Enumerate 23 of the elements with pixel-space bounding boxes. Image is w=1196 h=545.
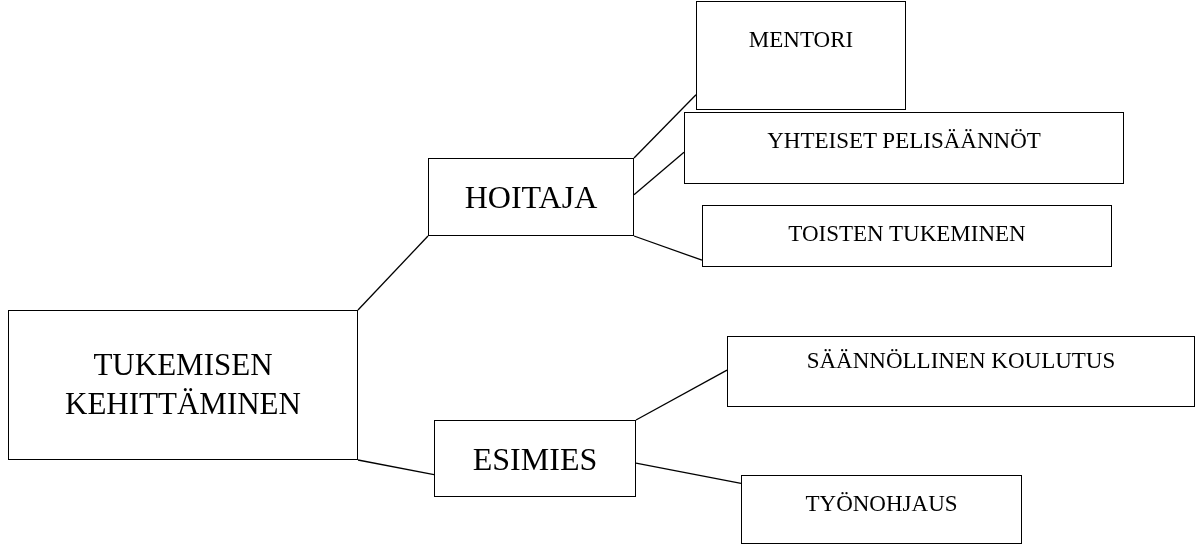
box-label: MENTORI — [748, 26, 854, 54]
box-label: HOITAJA — [464, 178, 598, 217]
text-box — [428, 158, 634, 236]
text-box — [684, 112, 1124, 184]
connector-line — [357, 459, 435, 476]
text-box — [8, 310, 358, 460]
text-box — [741, 475, 1022, 544]
box-label: ESIMIES — [472, 439, 598, 479]
text-box — [434, 420, 636, 497]
connector-line — [633, 235, 703, 261]
box-label: TOISTEN TUKEMINEN — [788, 220, 1026, 248]
connector-line — [633, 94, 697, 159]
box-label: TYÖNOHJAUS — [805, 490, 958, 518]
connector-line — [633, 151, 685, 196]
box-label: SÄÄNNÖLLINEN KOULUTUS — [806, 347, 1116, 375]
connector-line — [635, 462, 742, 484]
box-label: TUKEMISEN KEHITTÄMINEN — [64, 346, 302, 423]
text-box — [696, 1, 906, 110]
connector-line — [357, 235, 429, 311]
text-box — [702, 205, 1112, 267]
connector-line — [635, 369, 728, 421]
text-box — [727, 336, 1195, 407]
box-label: YHTEISET PELISÄÄNNÖT — [767, 127, 1041, 155]
